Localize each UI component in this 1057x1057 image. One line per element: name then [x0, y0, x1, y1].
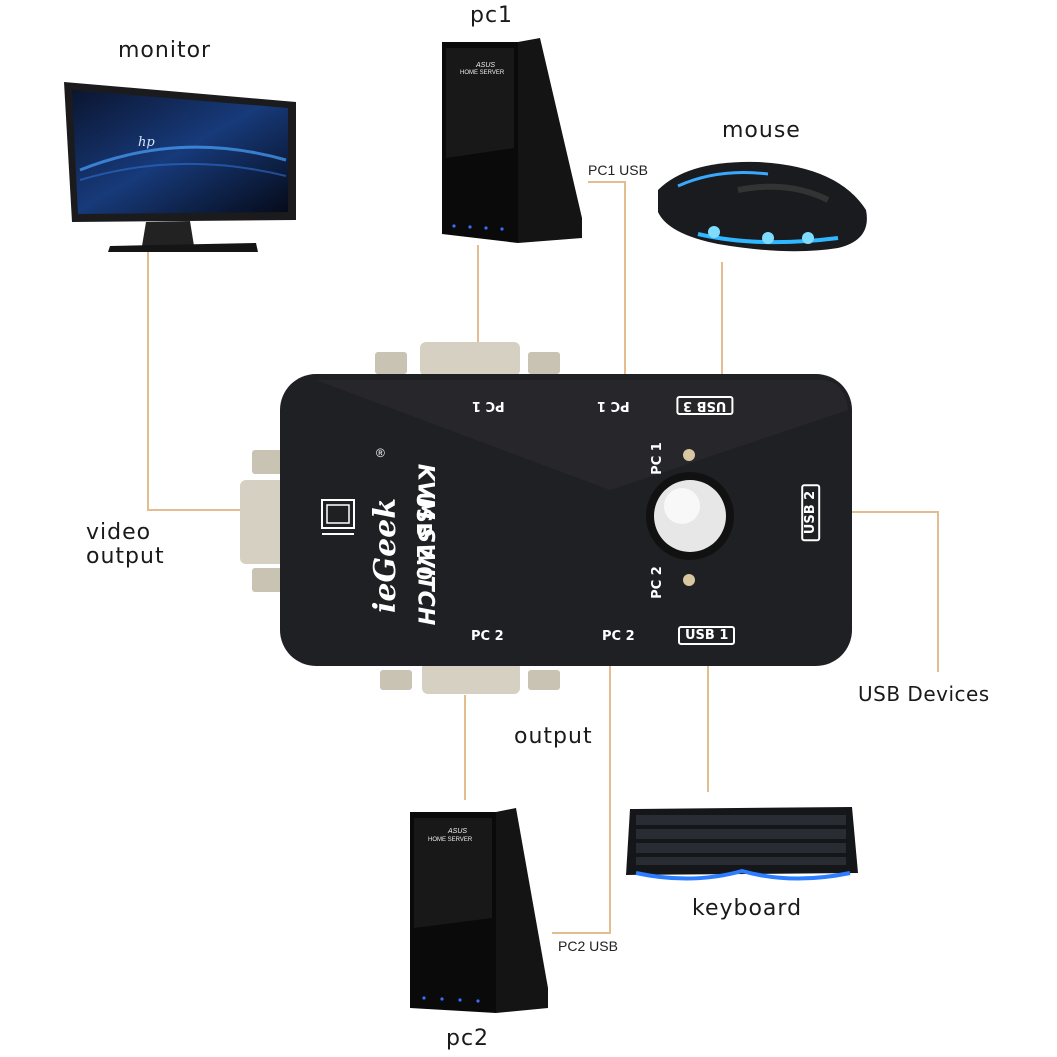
device-brand-block: ieGeek ® KVM SWITCH USB 2.0 [368, 446, 437, 625]
wire-pc2-usb [552, 665, 611, 934]
label-pc2-usb: PC2 USB [558, 938, 618, 954]
port-label-usb2: USB 2 [801, 483, 821, 542]
pc1-server-model: HOME SERVER [460, 70, 505, 76]
label-pc1-usb: PC1 USB [588, 162, 648, 178]
pc2-server-brand: ASUS [448, 828, 468, 835]
label-video-output-1: video [86, 520, 152, 545]
label-mouse: mouse [722, 118, 801, 143]
monitor-brand: hp [138, 135, 155, 150]
wire-pc1-usb [588, 181, 626, 375]
label-video-output-2: output [86, 544, 165, 569]
mouse-image [658, 161, 867, 252]
wire-usb-devices [852, 511, 939, 672]
port-label-pc1-vga: PC 1 [472, 398, 505, 413]
label-keyboard: keyboard [692, 896, 803, 921]
port-label-pc2-usb: PC 2 [602, 629, 635, 644]
pc2-tower-image [410, 808, 548, 1013]
label-usb-devices: USB Devices [858, 682, 990, 706]
port-label-usb1: USB 1 [678, 626, 736, 645]
device-brand: ieGeek [368, 497, 404, 614]
port-label-pc1-usb: PC 1 [597, 398, 630, 413]
port-label-pc2-vga: PC 2 [471, 629, 504, 644]
label-pc1: pc1 [470, 3, 514, 28]
device-registered: ® [376, 446, 385, 460]
label-pc2: pc2 [446, 1026, 490, 1051]
label-monitor: monitor [118, 38, 212, 63]
keyboard-image [626, 807, 858, 881]
device-spec: USB 2.0 [412, 491, 437, 581]
pc2-server-model: HOME SERVER [428, 837, 473, 843]
wire-monitor-video [147, 240, 240, 511]
label-output: output [514, 724, 593, 749]
led-label-pc1: PC 1 [649, 442, 665, 475]
monitor-image [64, 82, 296, 252]
led-label-pc2: PC 2 [649, 566, 665, 599]
pc1-server-brand: ASUS [476, 62, 496, 69]
pc1-tower-image [442, 38, 582, 243]
kvm-switch-body [240, 342, 852, 694]
port-label-usb3: USB 3 [676, 396, 734, 415]
